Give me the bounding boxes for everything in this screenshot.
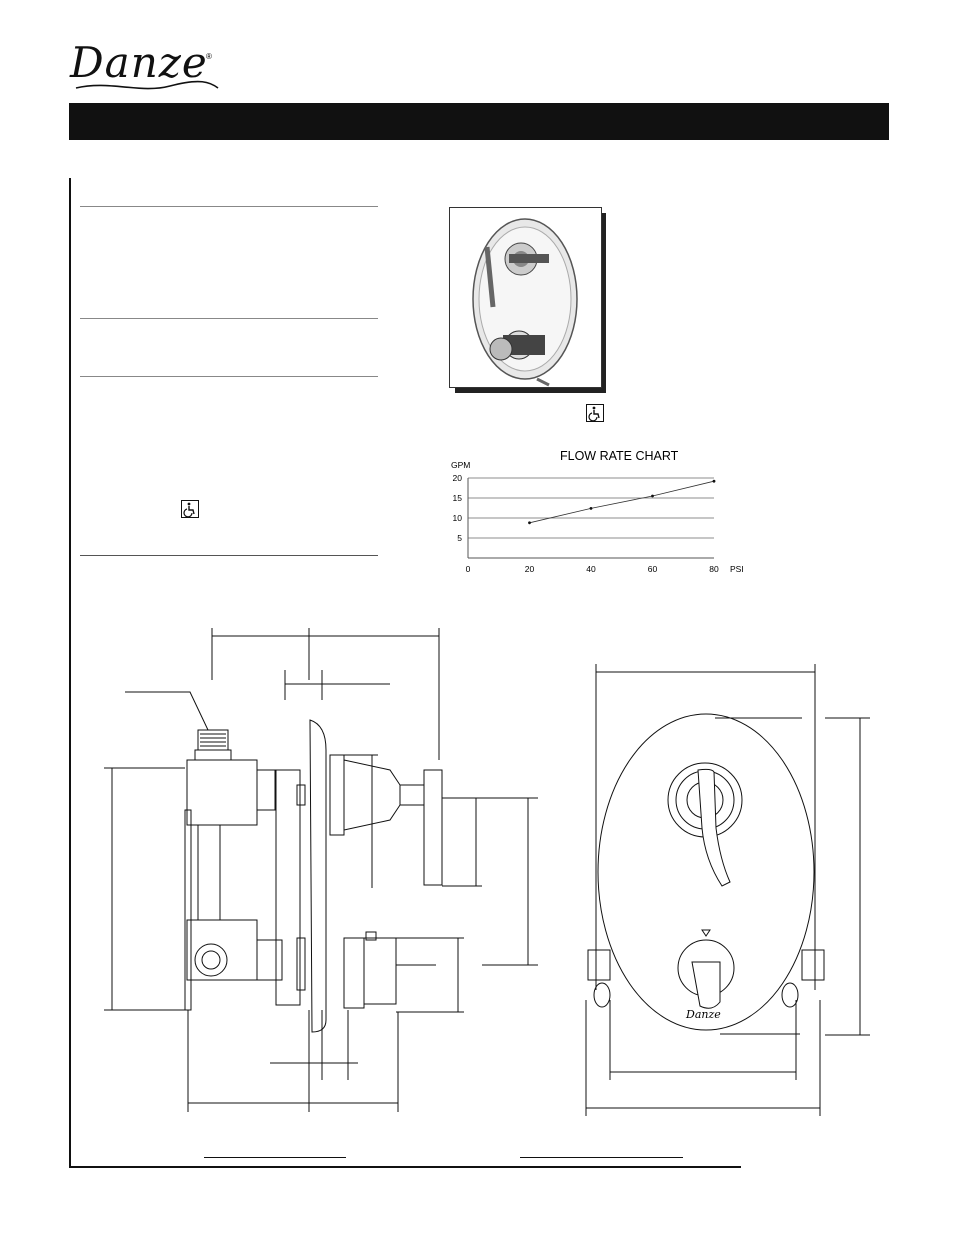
technical-drawing: Danze — [104, 628, 870, 1116]
wheelchair-icon — [181, 500, 199, 518]
bottom-border-rule — [69, 1166, 741, 1168]
data-point — [589, 507, 593, 510]
series-line — [529, 480, 715, 524]
section-divider — [80, 318, 378, 319]
x-tick-label: 80 — [709, 564, 719, 574]
section-divider — [80, 206, 378, 207]
x-tick-label: 40 — [586, 564, 596, 574]
chart-title: FLOW RATE CHART — [560, 449, 679, 463]
y-tick-label: 5 — [457, 533, 462, 543]
y-tick-label: 15 — [453, 493, 463, 503]
front-view-caption-rule — [520, 1157, 683, 1158]
header-banner — [69, 103, 889, 140]
wheelchair-icon — [586, 404, 604, 422]
x-tick-label: 20 — [525, 564, 535, 574]
x-tick-label: 0 — [466, 564, 471, 574]
side-view-drawing — [104, 628, 538, 1112]
side-view-caption-rule — [204, 1157, 346, 1158]
logo-wordmark: Danze — [70, 38, 208, 87]
y-tick-label: 10 — [453, 513, 463, 523]
product-photo — [449, 207, 606, 393]
flow-rate-chart: FLOW RATE CHART 5 10 15 20 0 20 40 60 80 GPM PSI — [440, 445, 760, 580]
x-tick-label: 60 — [648, 564, 658, 574]
brand-logo: Danze ® — [70, 38, 220, 98]
data-point — [712, 479, 716, 483]
logo-swoosh — [75, 80, 219, 90]
chart-plot: 5 10 15 20 0 20 40 60 80 GPM PSI — [451, 460, 744, 574]
y-tick-label: 20 — [453, 473, 463, 483]
data-point — [528, 521, 531, 525]
section-divider — [80, 376, 378, 377]
section-divider — [80, 555, 378, 556]
y-axis-label: GPM — [451, 460, 470, 470]
front-view-drawing — [585, 664, 870, 1116]
registered-mark: ® — [206, 52, 212, 61]
data-point — [651, 494, 654, 498]
drawing-logo: Danze — [685, 1008, 721, 1021]
x-axis-label: PSI — [730, 564, 744, 574]
left-border-rule — [69, 178, 71, 1168]
